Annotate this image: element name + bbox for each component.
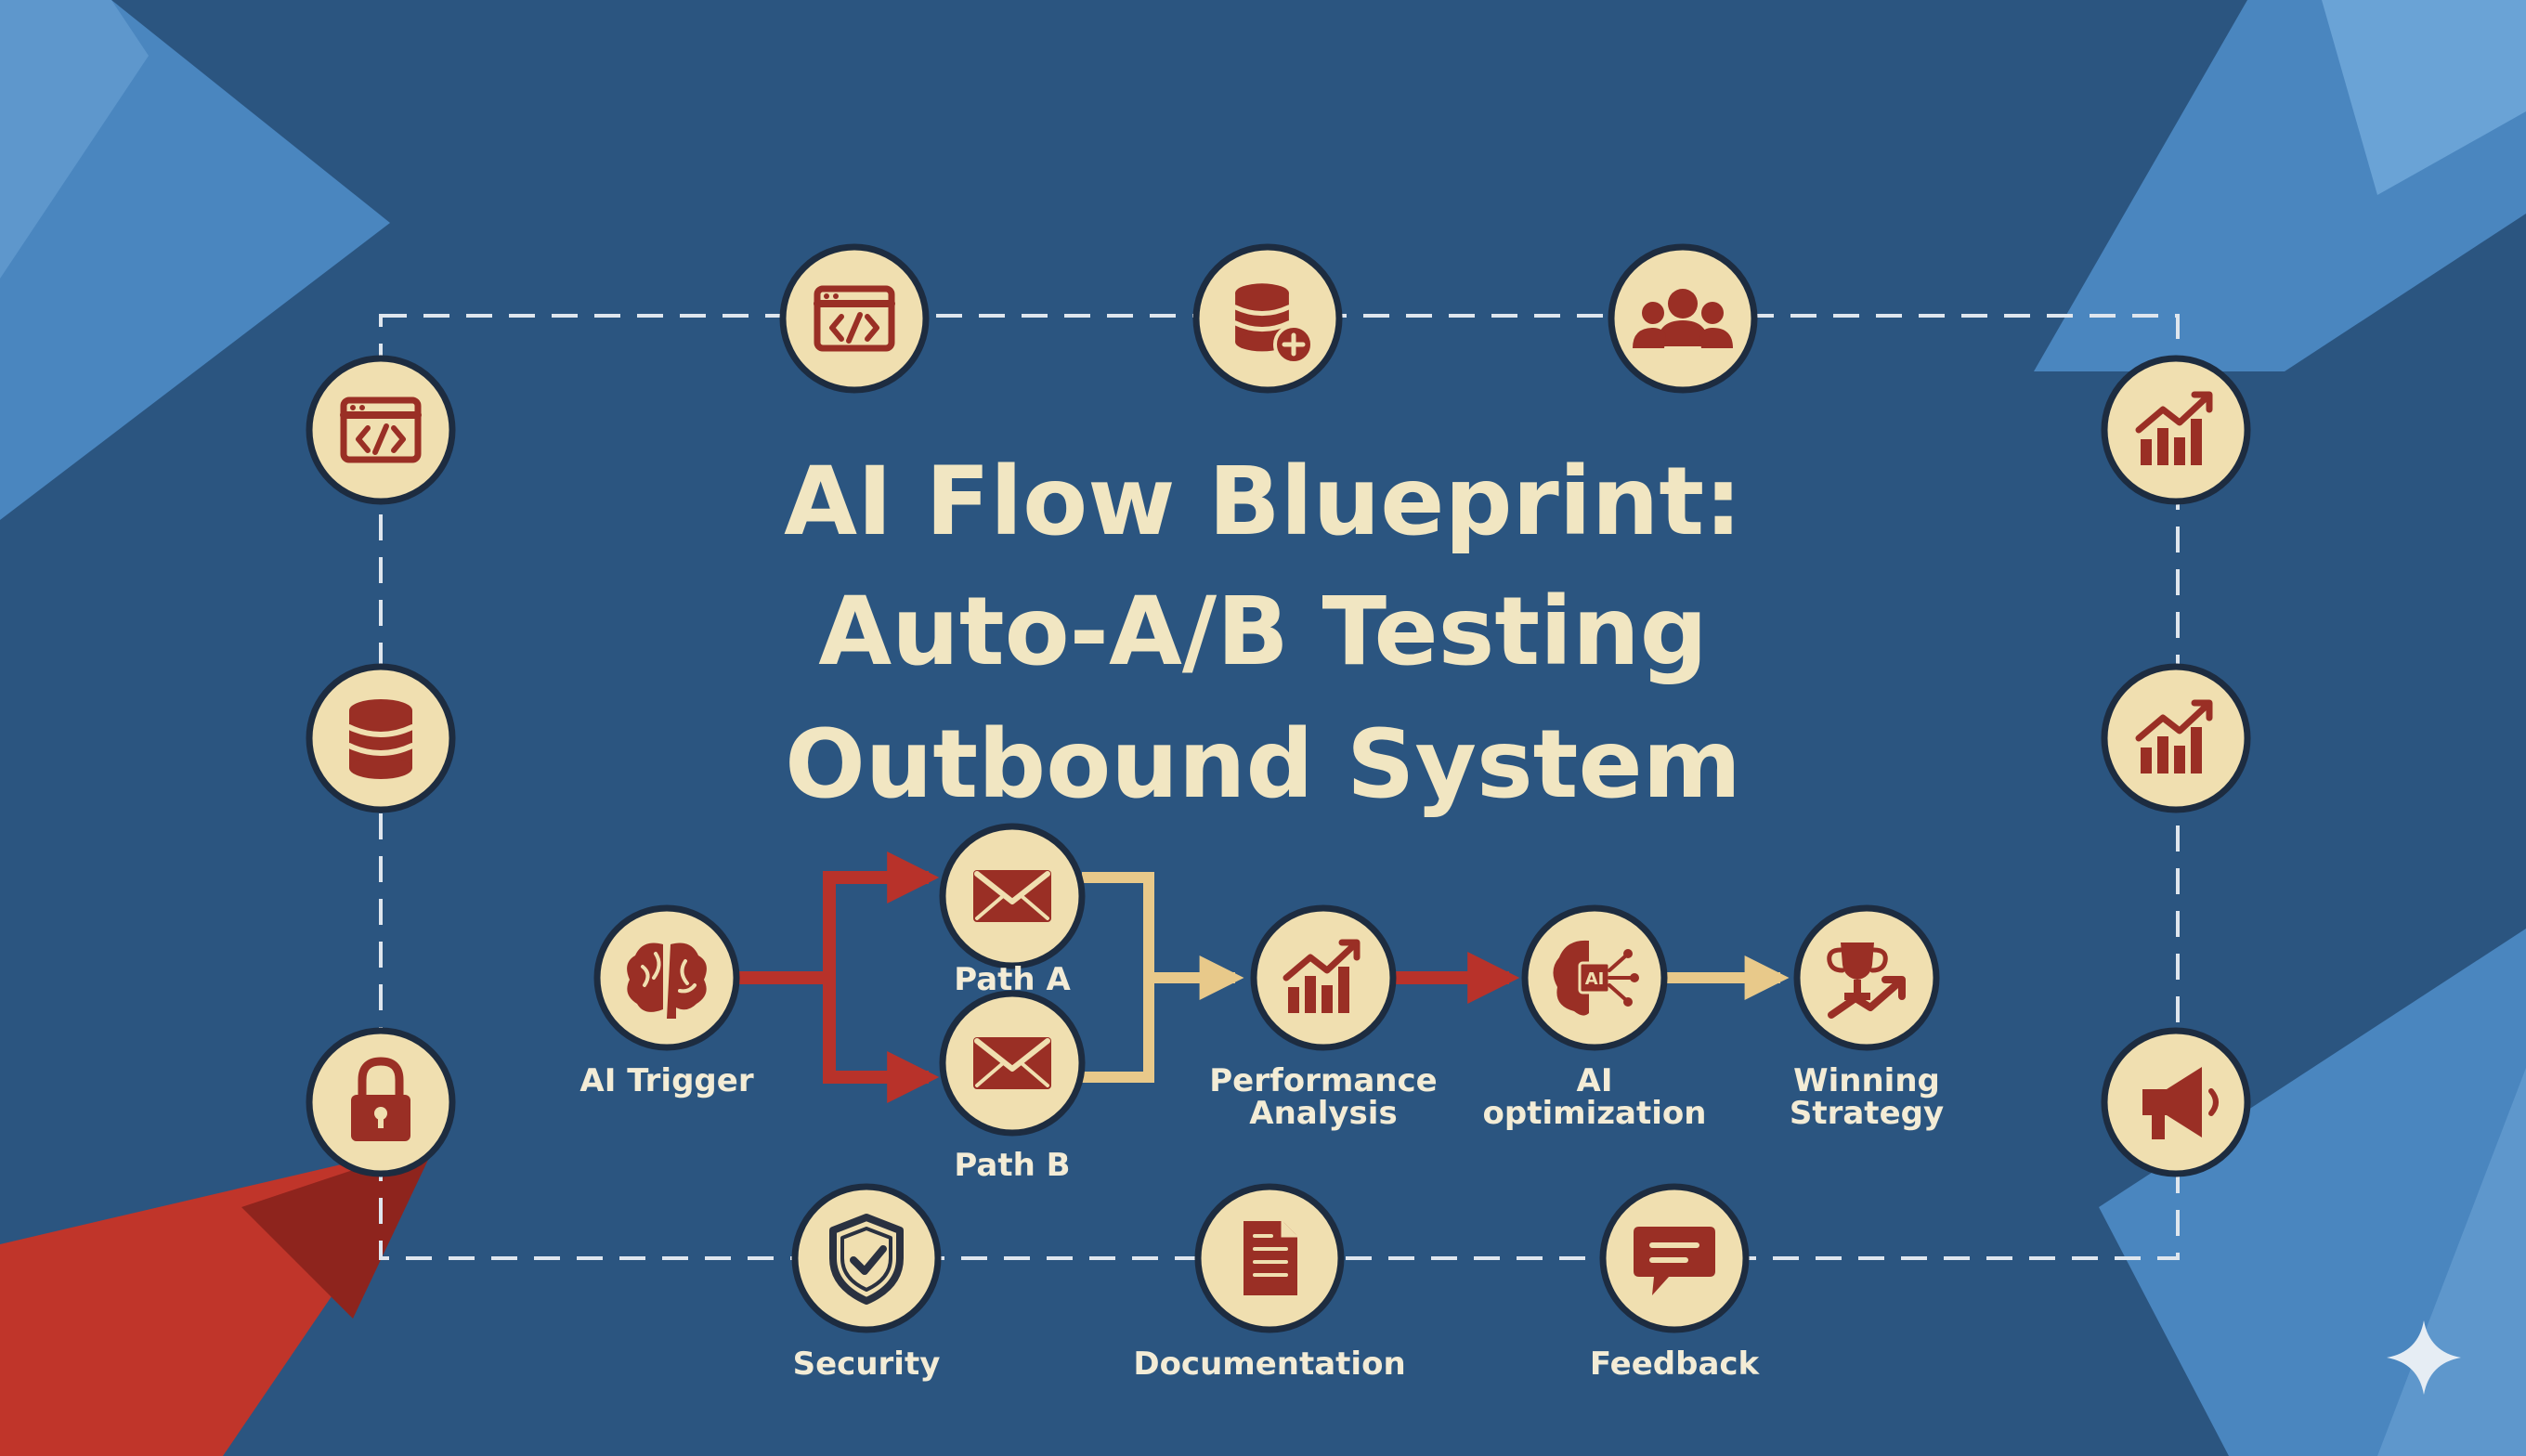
ai-optimization-label-line-1: AI [1577, 1062, 1613, 1099]
trophy-icon [1793, 904, 1940, 1051]
bar-chart-growth-icon [1250, 904, 1397, 1051]
title-line-2: Auto-A/B Testing [818, 577, 1707, 687]
bar-chart-growth-icon [2101, 355, 2251, 505]
shield-check-icon [791, 1183, 942, 1333]
bar-chart-growth-icon [2101, 663, 2251, 813]
brain-icon [593, 904, 740, 1051]
page-title: AI Flow Blueprint: Auto-A/B Testing Outb… [784, 447, 1742, 820]
megaphone-icon [2101, 1027, 2251, 1177]
document-icon [1194, 1183, 1345, 1333]
team-icon [1608, 243, 1758, 394]
winning-strategy-label-line-1: Winning [1793, 1062, 1940, 1099]
database-add-icon [1192, 243, 1343, 394]
svg-text:AI: AI [1585, 969, 1605, 989]
code-window-icon [779, 243, 930, 394]
padlock-icon [306, 1027, 456, 1177]
performance-label-line-1: Performance [1209, 1062, 1437, 1099]
performance-label-line-2: Analysis [1249, 1095, 1397, 1132]
sparkle-icon [2387, 1320, 2461, 1395]
chat-bubble-icon [1599, 1183, 1750, 1333]
ai-trigger-label: AI Trigger [579, 1062, 753, 1099]
security-label: Security [793, 1346, 941, 1383]
ai-optimization-label-line-2: optimization [1483, 1095, 1707, 1132]
envelope-icon [939, 990, 1086, 1137]
flow-connectors [738, 852, 1790, 1103]
winning-strategy-label-line-2: Strategy [1790, 1095, 1944, 1132]
database-icon [306, 663, 456, 813]
title-line-1: AI Flow Blueprint: [784, 447, 1742, 557]
documentation-label: Documentation [1133, 1346, 1405, 1383]
bottom-labels: Security Documentation Feedback [793, 1346, 1761, 1383]
ai-chip-icon: AI [1521, 904, 1668, 1051]
title-line-3: Outbound System [785, 709, 1741, 820]
envelope-icon [939, 823, 1086, 969]
path-b-label: Path B [954, 1147, 1070, 1184]
path-a-label: Path A [954, 961, 1071, 998]
feedback-label: Feedback [1590, 1346, 1761, 1383]
flow-labels: AI Trigger Path A Path B Performance Ana… [579, 961, 1944, 1184]
code-window-icon [306, 355, 456, 505]
